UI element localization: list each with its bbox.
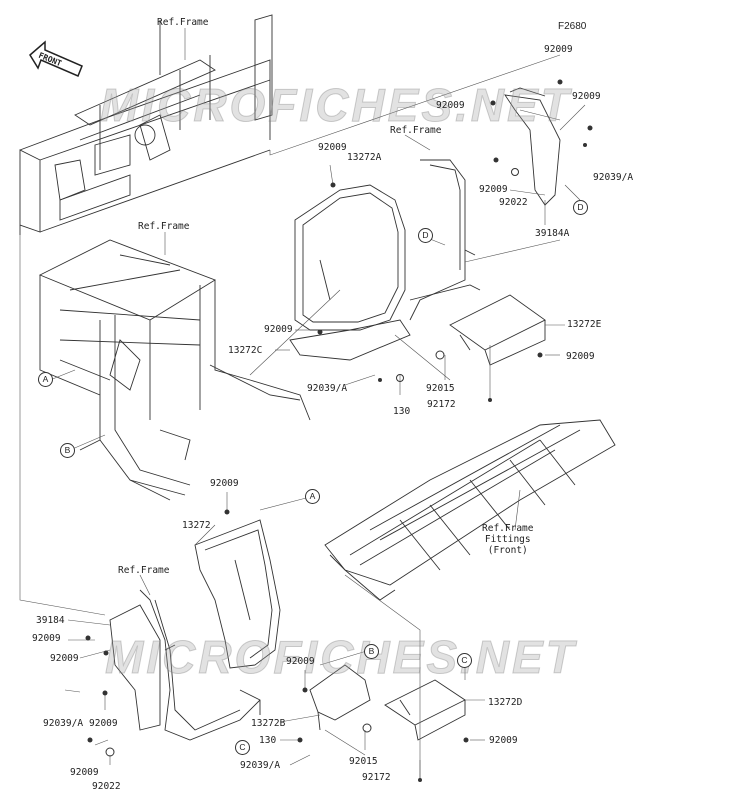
part-92009-tr4: 92009 [479,184,508,195]
shield-13272a-drawing [289,184,411,361]
callout-d-frame: D [418,228,433,243]
part-13272e: 13272E [567,319,602,330]
part-92009-low5: 92009 [70,767,99,778]
callout-d-bracket: D [573,200,588,215]
part-92039a-low2: 92039/A [240,760,281,771]
part-92039a-tr: 92039/A [593,172,634,183]
part-92009-low1: 92009 [210,478,239,489]
callout-c-frame: C [235,740,250,755]
part-92009-tr1: 92009 [544,44,573,55]
watermark-top: MICROFICHES.NET [100,79,572,132]
part-92009-mid3: 92009 [566,351,595,362]
frame-middle-drawing [38,239,311,501]
callout-c-plate: C [457,653,472,668]
ref-frame-lower: Ref.Frame [118,565,170,576]
figure-number: F2680 [558,21,587,32]
part-92039a-low: 92039/A [43,718,84,729]
part-39184: 39184 [36,615,65,626]
watermark-bottom: MICROFICHES.NET [105,631,577,684]
part-13272: 13272 [182,520,211,531]
part-92009-mid2: 92009 [264,324,293,335]
callout-b-frame: B [60,443,75,458]
front-arrow-icon [29,40,83,77]
part-92022-low: 92022 [92,781,121,792]
part-92009-mid1: 92009 [318,142,347,153]
part-92009-tr3: 92009 [572,91,601,102]
frame-top-drawing [19,14,273,235]
ref-frame-top: Ref.Frame [157,17,209,28]
part-92009-low7: 92009 [489,735,518,746]
frame-lower-drawing [109,589,261,741]
part-92009-low6: 92009 [286,656,315,667]
part-92015-mid: 92015 [426,383,455,394]
part-92039a-mid: 92039/A [307,383,348,394]
part-13272b: 13272B [251,718,286,729]
part-130-low: 130 [259,735,277,746]
part-92022-tr: 92022 [499,197,528,208]
part-92009-tr2: 92009 [436,100,465,111]
ref-frame-middle: Ref.Frame [138,221,190,232]
shield-13272-drawing [194,519,281,669]
part-92172-mid: 92172 [427,399,456,410]
part-92009-low3: 92009 [50,653,79,664]
callout-a-shield: A [305,489,320,504]
part-13272d: 13272D [488,697,523,708]
part-92009-low4: 92009 [89,718,118,729]
part-92015-low: 92015 [349,756,378,767]
callout-a-frame: A [38,372,53,387]
part-13272c: 13272C [228,345,263,356]
floor-mat-drawing [324,419,616,601]
leader-lines [19,28,586,780]
part-13272a: 13272A [347,152,382,163]
fasteners [85,79,593,782]
part-130-mid: 130 [393,406,411,417]
ref-frame-right: Ref.Frame [390,125,442,136]
callout-b-bracket: B [364,644,379,659]
part-92009-low2: 92009 [32,633,61,644]
ref-frame-fittings: Ref.Frame Fittings (Front) [482,523,534,556]
plate-13272e-drawing [449,294,546,366]
part-92172-low: 92172 [362,772,391,783]
plate-13272d-drawing [384,679,466,741]
part-39184a: 39184A [535,228,570,239]
grommets [105,168,519,757]
